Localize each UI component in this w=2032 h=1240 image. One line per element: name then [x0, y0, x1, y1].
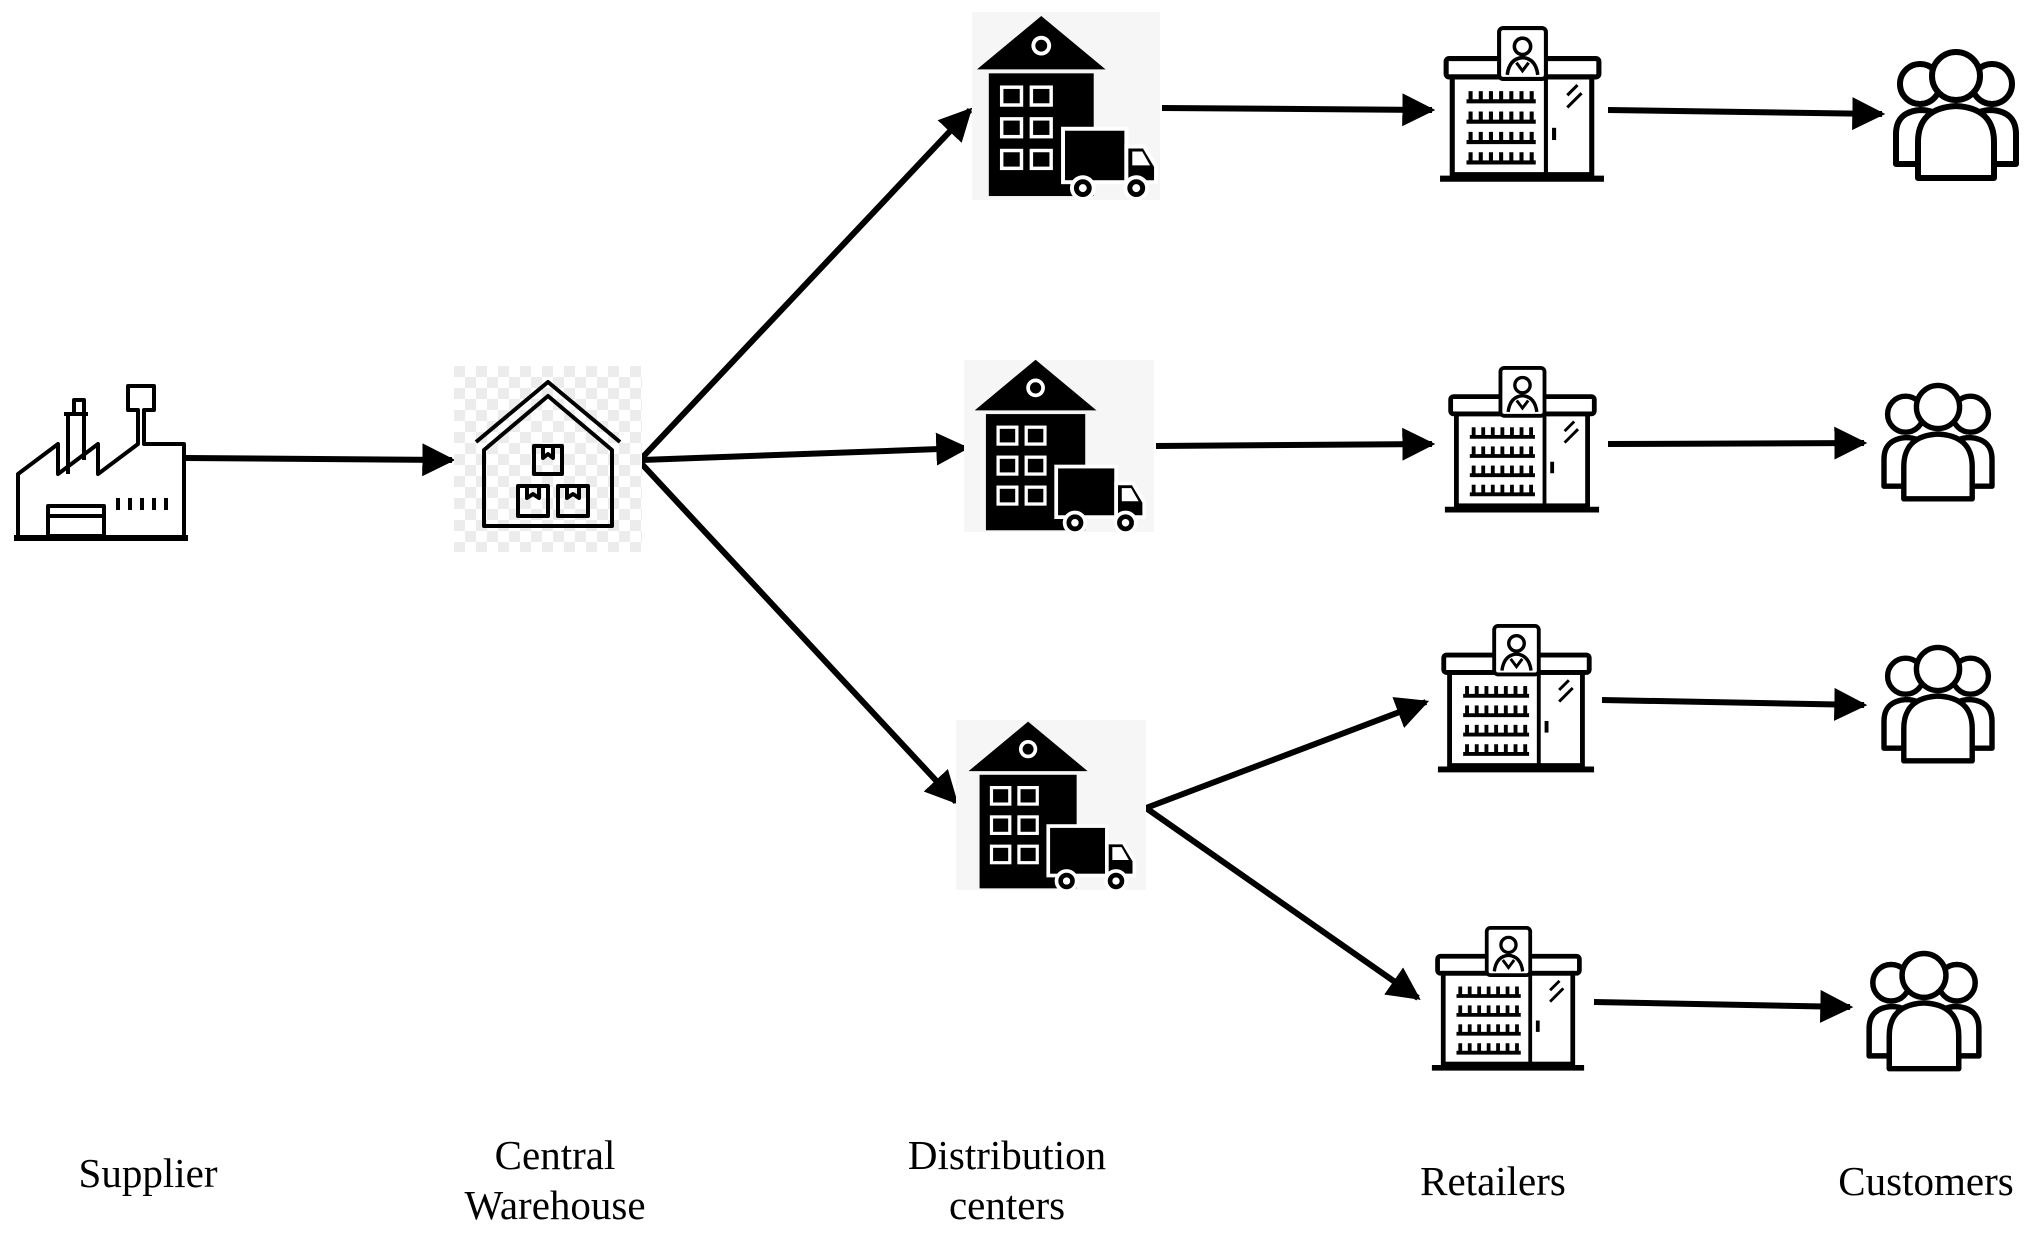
- arrow-dc-3-to-retailer-4: [1144, 805, 1421, 1001]
- arrow-dc-1-to-retailer-1: [1161, 93, 1436, 127]
- retailer-2-storefront-icon: [1445, 368, 1599, 510]
- retailers-label: Retailers: [1420, 1158, 1566, 1204]
- flow-arrows: [185, 93, 1886, 1023]
- warehouse-house-icon: [454, 366, 642, 552]
- arrow-dc-3-to-retailer-3: [1144, 697, 1430, 811]
- arrow-warehouse-to-dc-2: [641, 432, 970, 466]
- supplier-label: Supplier: [78, 1150, 218, 1196]
- arrow-retailer-4-to-customers-4: [1593, 989, 1854, 1023]
- central-warehouse-label-line-1: Central: [494, 1132, 616, 1178]
- distribution-centers-label-line-2: centers: [948, 1182, 1066, 1228]
- central-warehouse-label-line-2: Warehouse: [464, 1182, 646, 1228]
- customers-3-people-icon: [1884, 647, 1992, 760]
- arrow-supplier-to-central-warehouse: [185, 443, 456, 477]
- arrow-warehouse-to-dc-3: [637, 459, 959, 805]
- arrow-retailer-3-to-customers-3: [1601, 687, 1868, 721]
- arrow-warehouse-to-dc-1: [637, 107, 973, 463]
- customers-label: Customers: [1838, 1158, 2014, 1204]
- central-warehouse-label: Central Warehouse: [464, 1130, 645, 1230]
- distribution-centers-label: Distribution centers: [908, 1130, 1106, 1230]
- customers-1-people-icon: [1896, 52, 2016, 178]
- retailer-1-storefront-icon: [1440, 28, 1604, 179]
- customers-4-people-icon: [1869, 953, 1979, 1068]
- arrow-retailer-2-to-customers-2: [1607, 426, 1868, 460]
- customers-2-people-icon: [1884, 385, 1992, 498]
- arrow-retailer-1-to-customers-1: [1607, 97, 1886, 131]
- retailer-4-storefront-icon: [1432, 928, 1584, 1068]
- arrow-dc-2-to-retailer-2: [1155, 427, 1436, 461]
- retailer-3-storefront-icon: [1438, 626, 1594, 770]
- factory-icon: [14, 384, 188, 541]
- distribution-centers-label-line-1: Distribution: [907, 1132, 1107, 1178]
